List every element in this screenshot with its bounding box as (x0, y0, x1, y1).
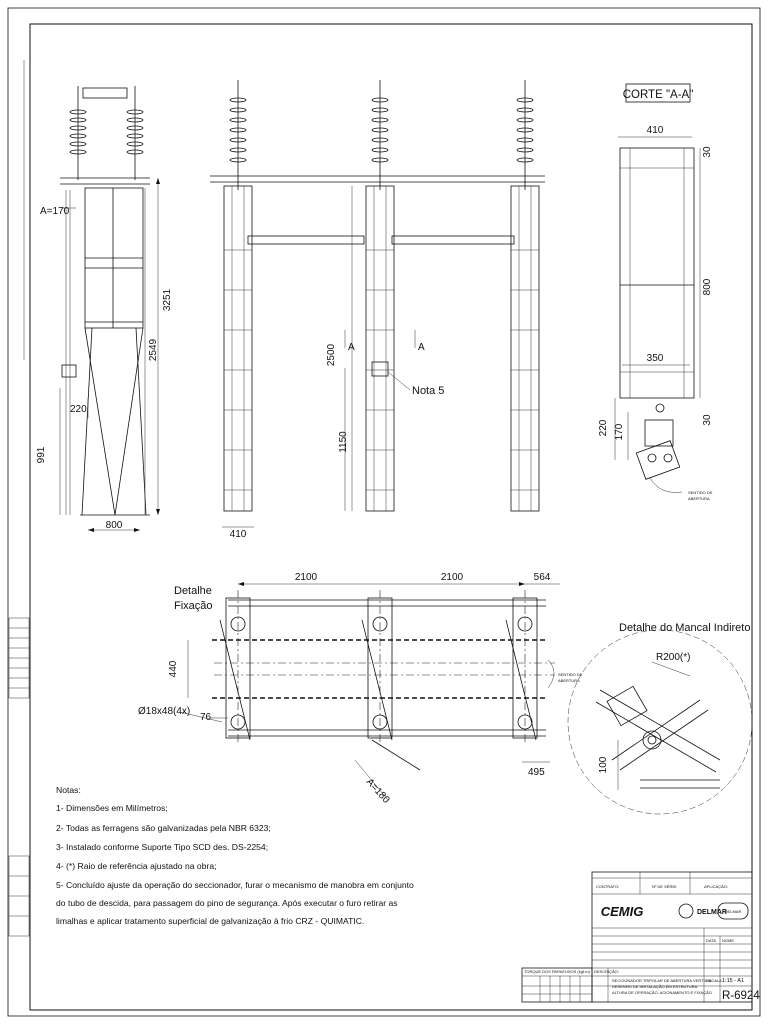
direction-note-1b: ABERTURA (688, 496, 710, 501)
note-line-2: 2- Todas as ferragens são galvanizadas p… (56, 823, 271, 833)
direction-note-2a: SENTIDO DE (558, 672, 583, 677)
tb-descricao-line3: ALTURA DE OPERAÇÃO, ACIONAMENTO E FIXAÇÃ… (612, 990, 712, 995)
tb-desenho-number: R-6924 (722, 990, 760, 1002)
dim-220: 220 (70, 404, 87, 415)
note-line-5: 5- Concluído ajuste da operação do secci… (56, 880, 414, 890)
section-mark-right: A (418, 342, 425, 353)
left-margin-revision-table (8, 617, 30, 937)
dim-section-350: 350 (647, 353, 664, 364)
dim-section-800: 800 (702, 278, 713, 295)
tb-descricao-line2: DESENHO DE INSTALAÇÃO EM ESTRUTURA (612, 984, 698, 989)
tb-descricao-line1: SECCIONADOR TRIPOLAR DE ABERTURA VERTICA… (612, 978, 713, 983)
inner-border (29, 23, 753, 1011)
dim-plan-564: 564 (534, 572, 551, 583)
dim-800: 800 (106, 520, 123, 531)
dim-plan-495: 495 (528, 767, 545, 778)
tb-contrato-label: CONTRATO: (596, 884, 619, 889)
dim-2500: 2500 (326, 343, 337, 366)
dim-section-30a: 30 (702, 146, 713, 158)
insulator-stack (60, 86, 150, 185)
nota-5-label: Nota 5 (412, 385, 444, 397)
delmar-logo: DELMAR (697, 909, 727, 916)
delmar-badge: DELMAR (725, 909, 742, 914)
dim-a170: A=170 (40, 206, 70, 217)
detail-fixacao-line1: Detalhe (174, 585, 212, 597)
dim-plan-2100a: 2100 (295, 572, 318, 583)
tb-aplicacao-label: APLICAÇÃO: (704, 884, 728, 889)
note-line-4: 4- (*) Raio de referência ajustado na ob… (56, 861, 217, 871)
bearing-detail-view (567, 629, 753, 815)
dim-410: 410 (230, 529, 247, 540)
bearing-detail-title: Detalhe do Mancal Indireto (619, 622, 750, 634)
dim-section-220: 220 (598, 419, 609, 436)
direction-note-1a: SENTIDO DE (688, 490, 713, 495)
pole-2 (365, 80, 395, 512)
dim-plan-a180: A=180 (364, 777, 392, 806)
plan-view-fixation (179, 582, 560, 801)
tb-escala-value: 1:15 - A1 (722, 978, 744, 984)
side-elevation-view (59, 86, 160, 532)
section-a-a-view (614, 83, 701, 493)
title-block (521, 871, 753, 1003)
dim-section-170: 170 (614, 423, 625, 440)
notes-block: Notas: 1- Dimensões em Milímetros; 2- To… (56, 785, 414, 926)
detail-fixacao-line2: Fixação (174, 600, 213, 612)
note-line-7: limalhas e aplicar tratamento superficia… (56, 916, 364, 926)
section-mark-left: A (348, 342, 355, 353)
dim-plan-76: 76 (200, 712, 212, 723)
notes-heading: Notas: (56, 785, 81, 795)
dim-section-410: 410 (647, 125, 664, 136)
tb-data-label: DATA (706, 938, 716, 943)
dim-plan-2100b: 2100 (441, 572, 464, 583)
dim-section-30b: 30 (702, 414, 713, 426)
tb-escala-label: ESCALA (706, 978, 722, 983)
pole-3 (510, 80, 540, 512)
front-elevation-view (210, 80, 545, 528)
tb-nserie-label: Nº DE SÉRIE: (652, 884, 677, 889)
dim-2549: 2549 (148, 338, 159, 361)
dim-1150: 1150 (338, 431, 349, 453)
dim-plan-440: 440 (168, 660, 179, 677)
tb-nome-label: NOME (722, 938, 734, 943)
pole-1 (223, 80, 253, 512)
section-a-a-title: CORTE "A-A" (623, 89, 694, 101)
tb-descricao-label: DESCRIÇÃO: (594, 969, 619, 974)
dim-991: 991 (36, 446, 47, 463)
note-line-1: 1- Dimensões em Milímetros; (56, 803, 168, 813)
note-line-6: do tubo de descida, para passagem do pin… (56, 898, 398, 908)
outer-border (7, 7, 761, 1017)
cemig-logo: CEMIG (601, 904, 644, 919)
dim-bearing-100: 100 (598, 756, 609, 773)
tb-torque-header: TORQUE DOS PARAFUSOS (kgf.m) (524, 969, 591, 974)
note-line-3: 3- Instalado conforme Suporte Tipo SCD d… (56, 842, 268, 852)
dim-plan-hole: Ø18x48(4x) (138, 706, 190, 717)
dim-r200: R200(*) (656, 652, 690, 663)
direction-note-2b: ABERTURA (558, 678, 580, 683)
dim-3251: 3251 (162, 288, 173, 311)
